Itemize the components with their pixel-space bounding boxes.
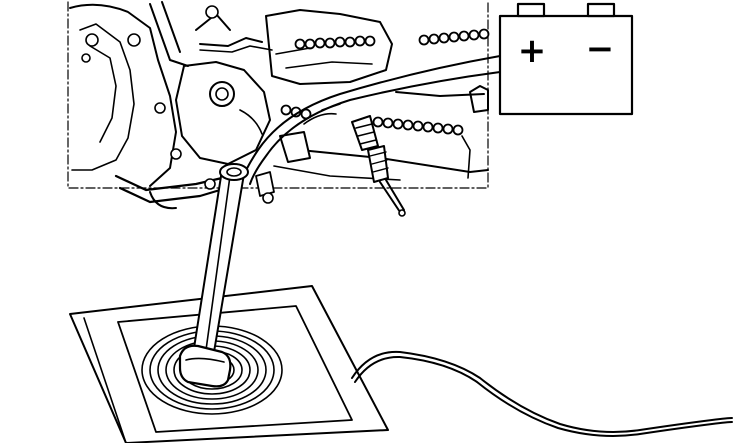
battery: + − (498, 2, 634, 116)
linkage-rod (351, 115, 406, 217)
positive-terminal-symbol: + (518, 31, 547, 71)
chain-upper (294, 28, 490, 50)
negative-terminal-symbol: − (586, 29, 615, 69)
engine-detail-view (67, 1, 490, 217)
bolt-group-top-left (81, 33, 182, 160)
battery-leads (241, 55, 501, 185)
probe-rod (178, 163, 249, 388)
power-cord (351, 350, 733, 437)
